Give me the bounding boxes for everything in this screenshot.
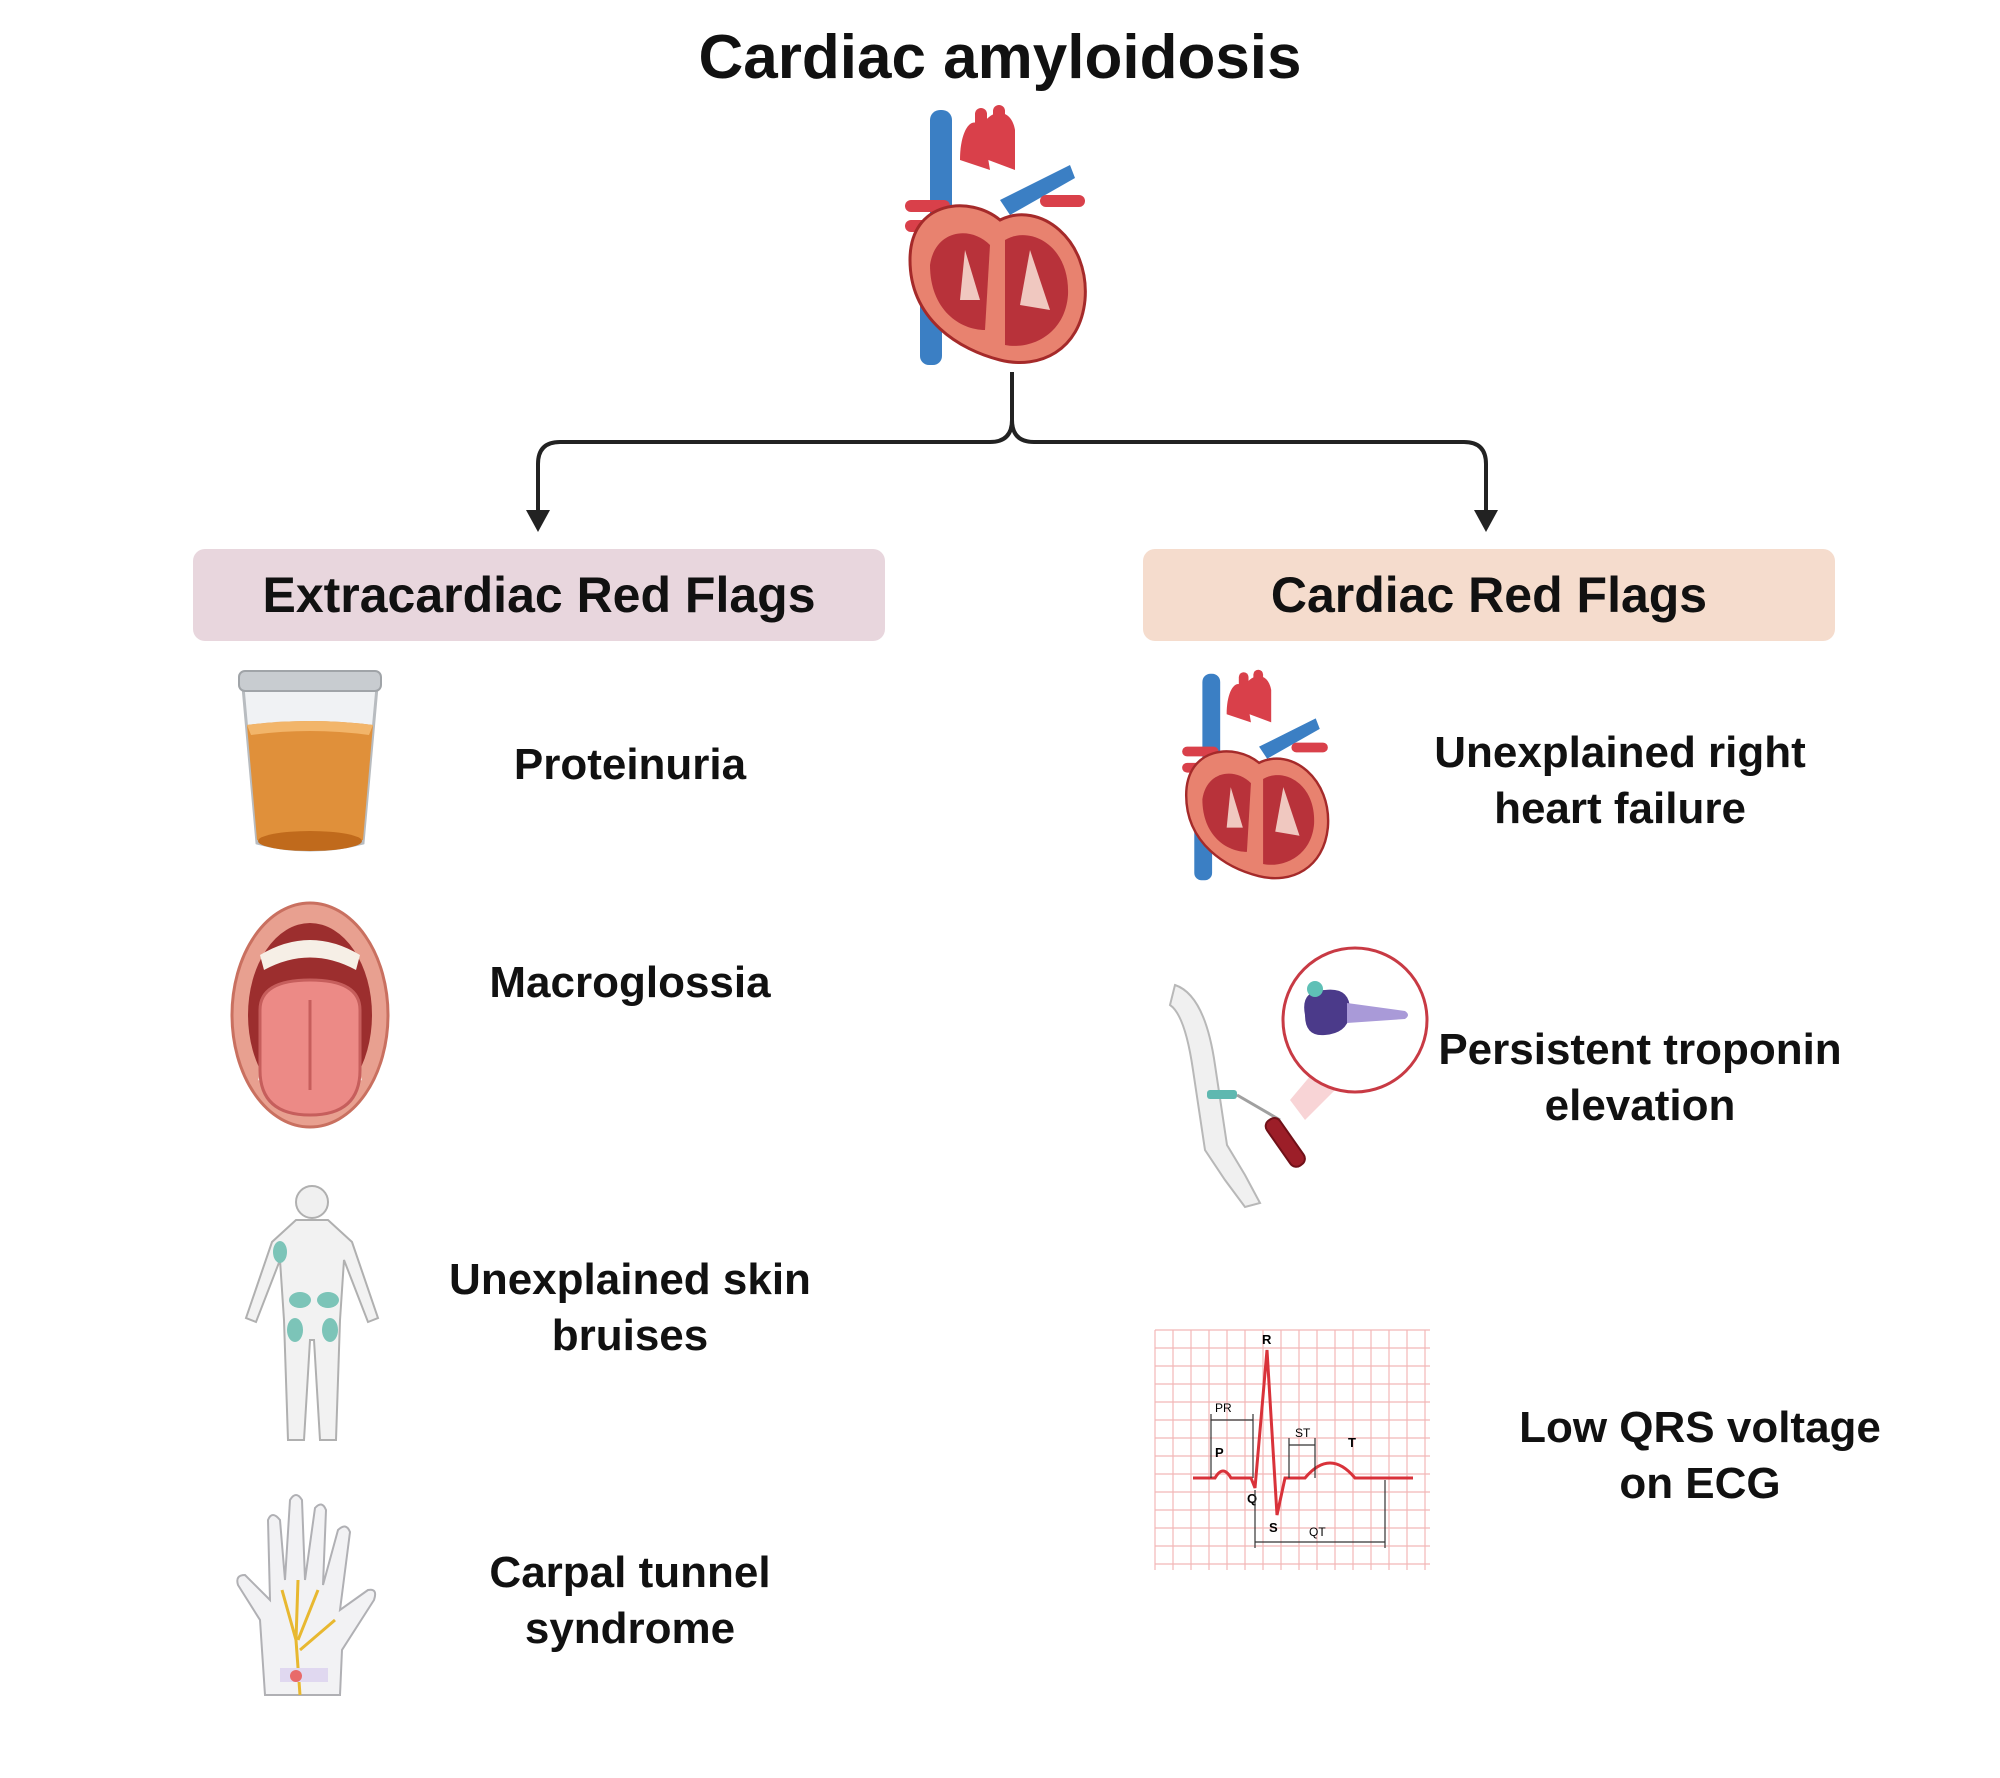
extracardiac-header-label: Extracardiac Red Flags bbox=[262, 567, 816, 623]
ecg-icon: P Q R S T PR ST QT bbox=[1154, 1329, 1430, 1570]
heart-icon bbox=[1182, 669, 1330, 881]
hand-nerve-icon bbox=[236, 1494, 377, 1696]
ecg-label-pr: PR bbox=[1215, 1401, 1232, 1415]
page-title: Cardiac amyloidosis bbox=[698, 23, 1302, 92]
ecg-label-t: T bbox=[1348, 1435, 1356, 1450]
item-proteinuria-label: Proteinuria bbox=[513, 740, 747, 789]
ecg-label-r: R bbox=[1262, 1332, 1272, 1347]
cardiac-header: Cardiac Red Flags bbox=[1143, 549, 1835, 641]
blood-draw-troponin-icon bbox=[1168, 946, 1429, 1209]
item-carpal-tunnel-label: Carpal tunnel syndrome bbox=[489, 1548, 771, 1653]
item-skin-bruises-label: Unexplained skin bruises bbox=[449, 1255, 811, 1360]
ecg-label-qt: QT bbox=[1309, 1525, 1326, 1539]
open-mouth-tongue-icon bbox=[230, 901, 390, 1129]
item-low-qrs-label: Low QRS voltage on ECG bbox=[1519, 1403, 1881, 1508]
item-macroglossia-label: Macroglossia bbox=[489, 958, 771, 1007]
heart-icon bbox=[905, 105, 1087, 365]
branch-arrows bbox=[526, 372, 1498, 532]
ecg-label-q: Q bbox=[1247, 1491, 1257, 1506]
extracardiac-header: Extracardiac Red Flags bbox=[193, 549, 885, 641]
item-right-heart-failure-label: Unexplained right heart failure bbox=[1434, 728, 1806, 833]
cardiac-header-label: Cardiac Red Flags bbox=[1270, 567, 1708, 623]
ecg-label-st: ST bbox=[1295, 1426, 1311, 1440]
human-body-icon bbox=[244, 1185, 380, 1441]
ecg-label-p: P bbox=[1215, 1445, 1224, 1460]
item-troponin-label: Persistent troponin elevation bbox=[1438, 1025, 1842, 1130]
urine-cup-icon bbox=[238, 670, 382, 852]
ecg-label-s: S bbox=[1269, 1520, 1278, 1535]
